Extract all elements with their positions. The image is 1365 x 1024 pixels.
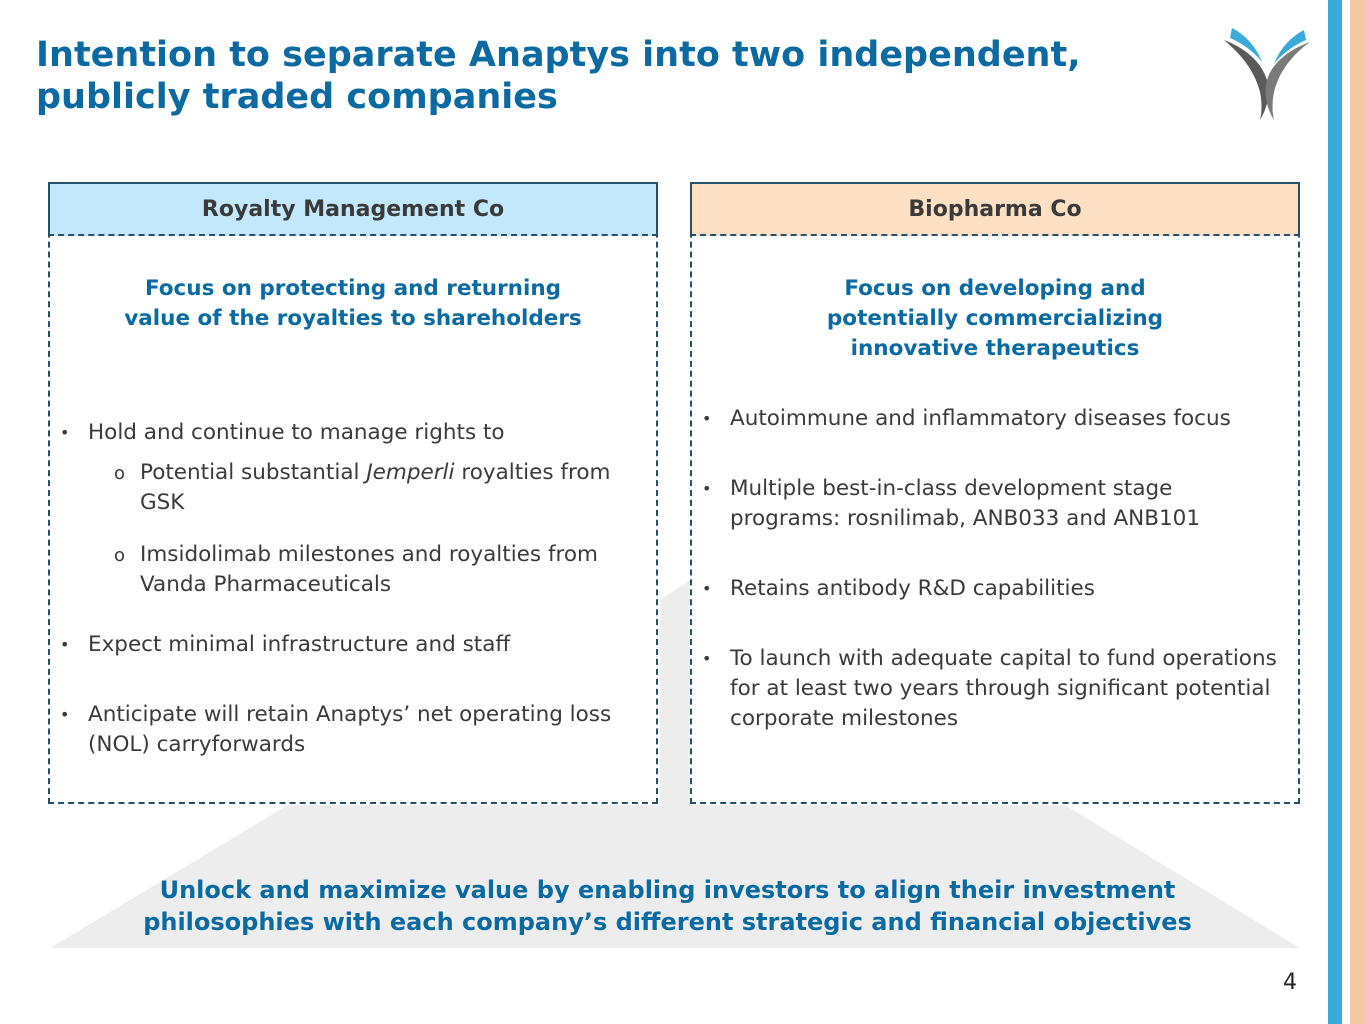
list-item: • Autoimmune and inflammatory diseases f…: [692, 404, 1298, 434]
list-item: • Retains antibody R&D capabilities: [692, 574, 1298, 604]
bullet-text: Autoimmune and inflammatory diseases foc…: [730, 406, 1231, 431]
royalty-focus-line-1: Focus on protecting and returning: [144, 276, 562, 301]
royalty-management-panel: Royalty Management Co Focus on protectin…: [48, 182, 658, 804]
page-title: Intention to separate Anaptys into two i…: [36, 35, 1081, 117]
value-statement-line-2: philosophies with each company’s differe…: [143, 908, 1192, 936]
value-unlock-statement: Unlock and maximize value by enabling in…: [60, 874, 1275, 938]
biopharma-focus-statement: Focus on developing and potentially comm…: [692, 274, 1298, 364]
bullet-text: Expect minimal infrastructure and staff: [88, 632, 511, 657]
bullet-text: To launch with adequate capital to fund …: [730, 646, 1277, 731]
bullet-text: Multiple best-in-class development stage…: [730, 476, 1201, 531]
biopharma-header: Biopharma Co: [690, 182, 1300, 236]
sub-bullet-text: Imsidolimab milestones and royalties fro…: [140, 542, 598, 597]
bullet-text: Hold and continue to manage rights to: [88, 420, 505, 445]
bullet-glyph: •: [702, 579, 712, 598]
biopharma-focus-line-3: innovative therapeutics: [850, 336, 1140, 361]
bullet-glyph: •: [702, 649, 712, 668]
bullet-text: Retains antibody R&D capabilities: [730, 576, 1095, 601]
royalty-focus-statement: Focus on protecting and returning value …: [50, 274, 656, 334]
biopharma-focus-line-1: Focus on developing and: [844, 276, 1146, 301]
anaptys-logo-icon: [1224, 28, 1310, 120]
sub-list-item: o Potential substantial Jemperli royalti…: [88, 458, 642, 518]
biopharma-panel: Biopharma Co Focus on developing and pot…: [690, 182, 1300, 804]
list-item: • Multiple best-in-class development sta…: [692, 474, 1298, 534]
page-number: 4: [1283, 970, 1297, 995]
value-statement-line-1: Unlock and maximize value by enabling in…: [159, 876, 1176, 904]
side-stripe-blue: [1328, 0, 1342, 1024]
side-stripe-peach: [1350, 0, 1365, 1024]
biopharma-focus-line-2: potentially commercializing: [826, 306, 1164, 331]
side-stripe-gap: [1342, 0, 1350, 1024]
list-item: • Anticipate will retain Anaptys’ net op…: [50, 700, 656, 760]
bullet-glyph: •: [60, 423, 70, 442]
list-item: • Hold and continue to manage rights to …: [50, 418, 656, 600]
sub-bullet-glyph: o: [114, 463, 126, 484]
royalty-bullet-list: • Hold and continue to manage rights to …: [50, 418, 656, 760]
royalty-sub-list: o Potential substantial Jemperli royalti…: [88, 458, 642, 600]
sub-list-item: o Imsidolimab milestones and royalties f…: [88, 540, 642, 600]
bullet-glyph: •: [60, 705, 70, 724]
list-item: • Expect minimal infrastructure and staf…: [50, 630, 656, 660]
sub-bullet-text-post: royalties from GSK: [140, 460, 611, 515]
royalty-focus-line-2: value of the royalties to shareholders: [124, 306, 582, 331]
bullet-text: Anticipate will retain Anaptys’ net oper…: [88, 702, 612, 757]
sub-bullet-glyph: o: [114, 545, 126, 566]
biopharma-bullet-list: • Autoimmune and inflammatory diseases f…: [692, 404, 1298, 734]
bullet-glyph: •: [702, 409, 712, 428]
sub-bullet-text-pre: Potential substantial: [140, 460, 367, 485]
bullet-glyph: •: [702, 479, 712, 498]
list-item: • To launch with adequate capital to fun…: [692, 644, 1298, 734]
jemperli-italic: Jemperli: [366, 460, 455, 485]
royalty-management-header: Royalty Management Co: [48, 182, 658, 236]
bullet-glyph: •: [60, 635, 70, 654]
